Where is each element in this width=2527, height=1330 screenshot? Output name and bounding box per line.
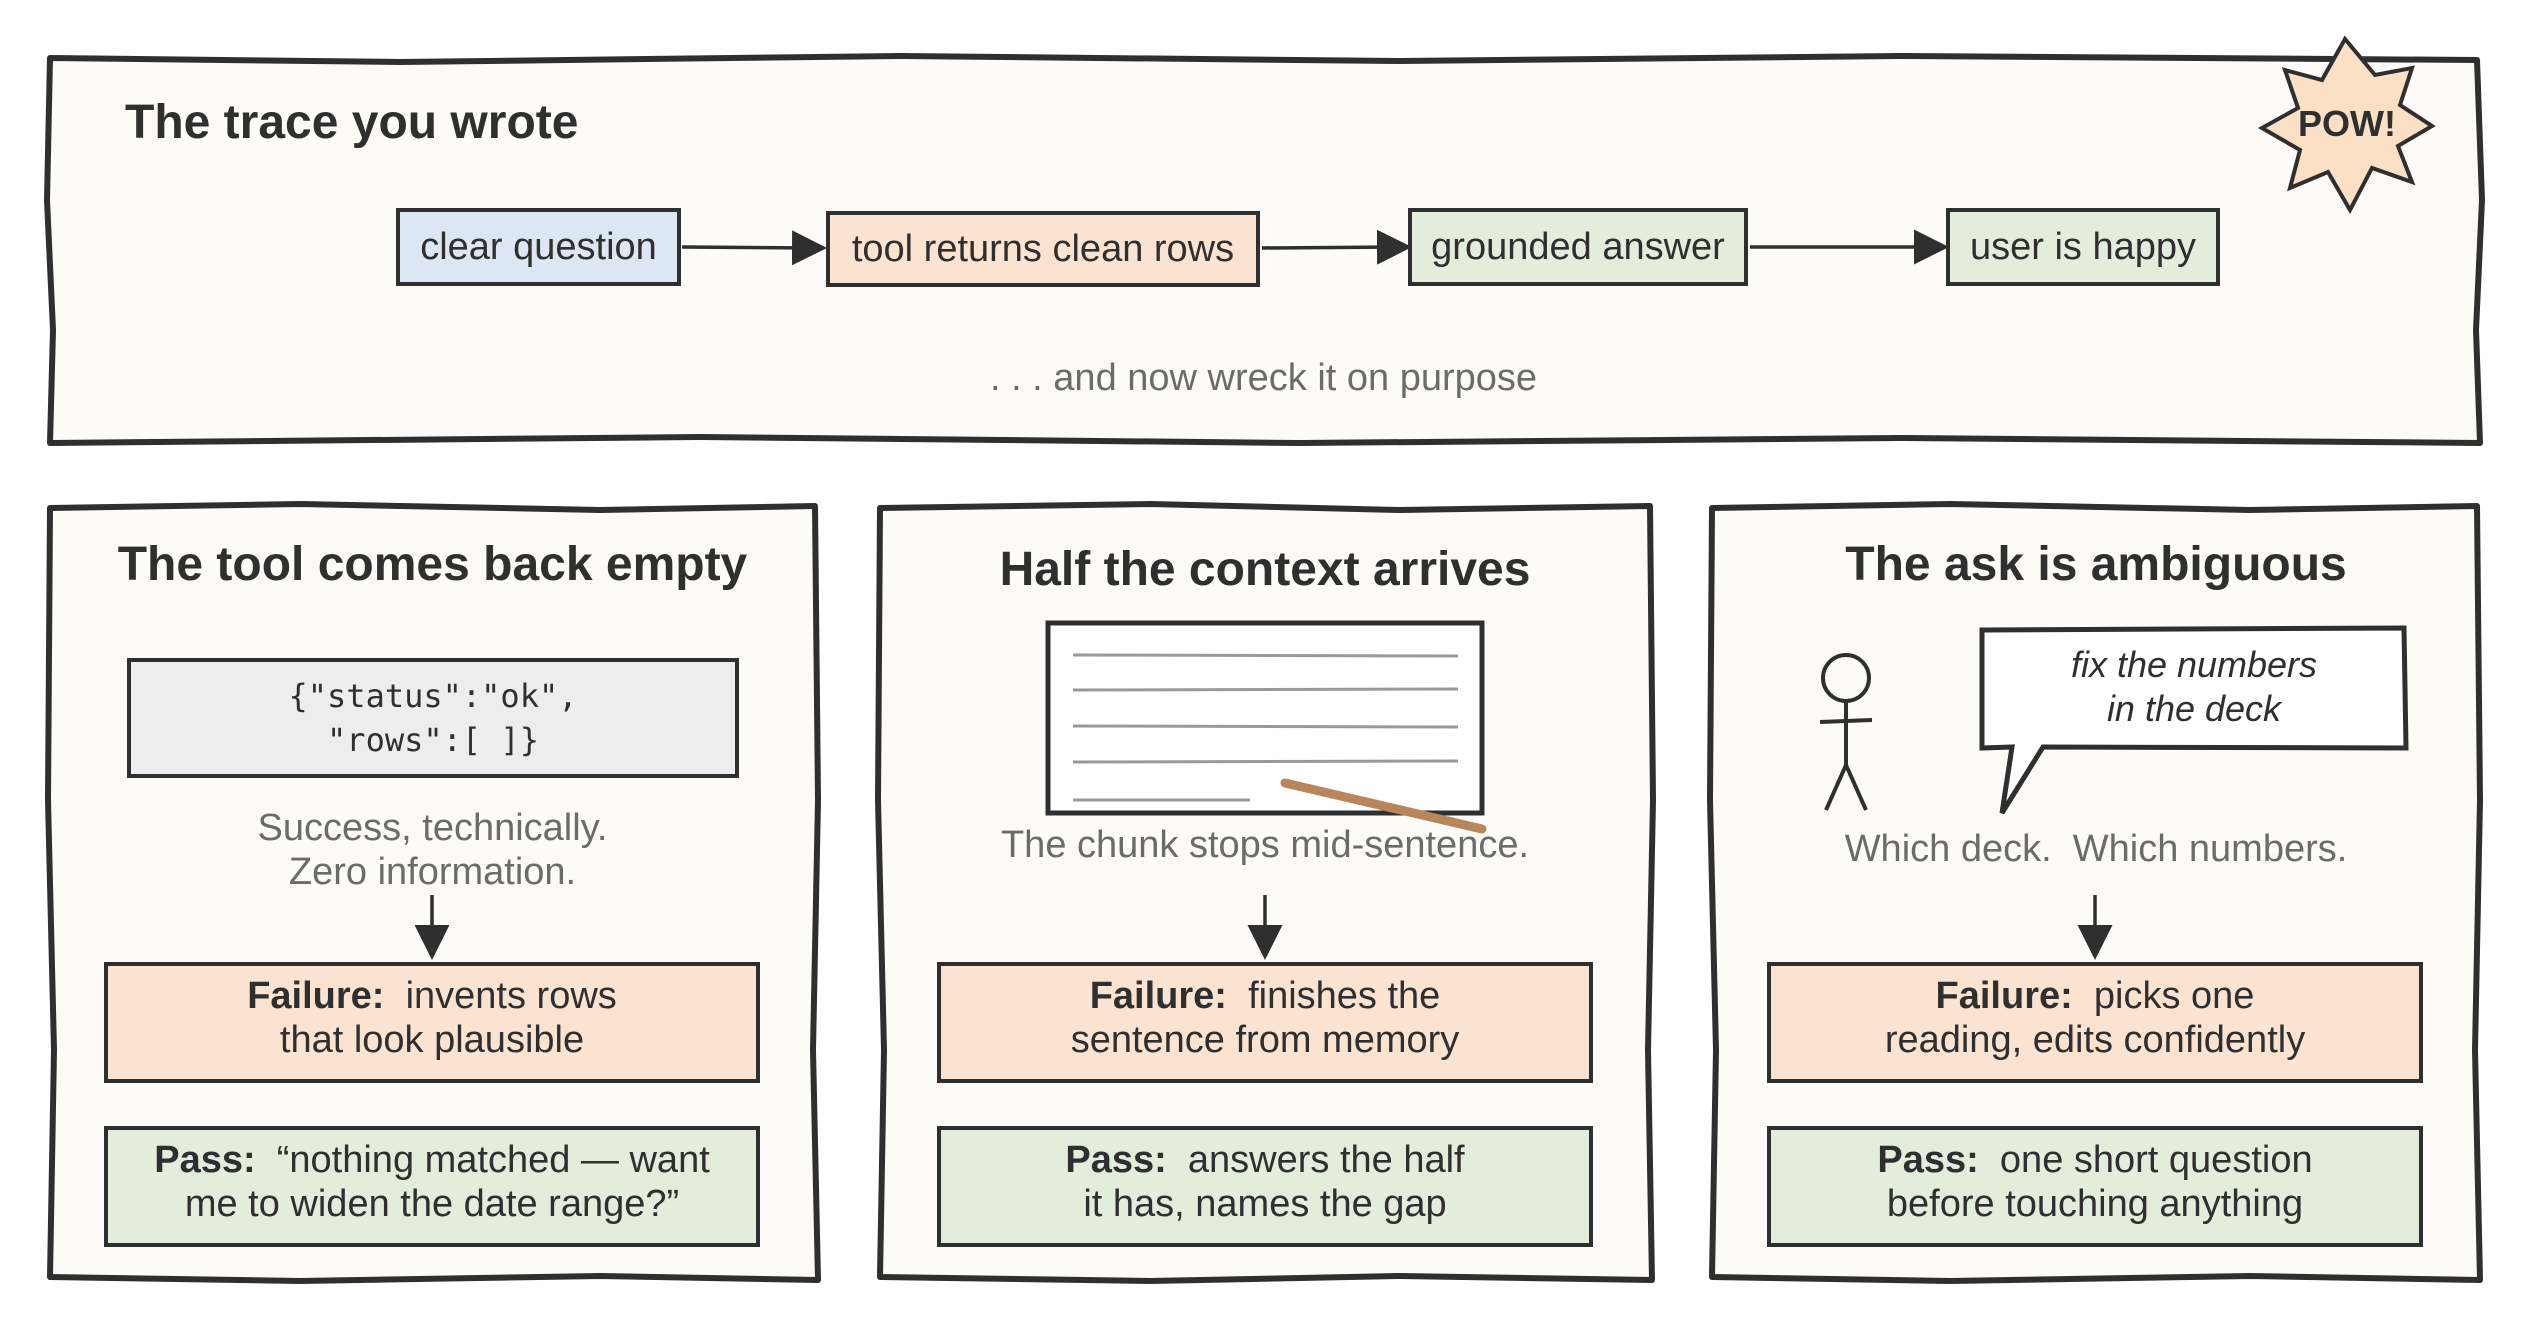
flow-arrow-2	[1261, 229, 1412, 265]
right-pass-box: Pass: one short question before touching…	[1767, 1126, 2423, 1247]
left-failure-box: Failure: invents rows that look plausibl…	[104, 962, 760, 1083]
right-panel-title: The ask is ambiguous	[1845, 538, 2347, 591]
failure-text-line-1: invents rows	[405, 975, 617, 1017]
right-caption: Which deck. Which numbers.	[1844, 828, 2348, 870]
left-panel-title: The tool comes back empty	[117, 538, 748, 591]
left-caption-line-1: Success, technically.	[257, 807, 608, 849]
failure-text-line-1: finishes the	[1248, 975, 1441, 1017]
failure-label: Failure:	[1935, 975, 2073, 1017]
pass-text-line-2: before touching anything	[1886, 1183, 2304, 1225]
flow-node-user-happy: user is happy	[1946, 208, 2220, 286]
pass-text-line-2: it has, names the gap	[1083, 1183, 1447, 1225]
bubble-line-2: in the deck	[2106, 688, 2282, 729]
pow-label: POW!	[2298, 103, 2396, 144]
speech-bubble-text: fix the numbers in the deck	[1982, 643, 2406, 731]
middle-caption: The chunk stops mid-sentence.	[1000, 824, 1530, 866]
left-caption-line-2: Zero information.	[288, 851, 577, 893]
middle-panel-title: Half the context arrives	[999, 543, 1531, 596]
pass-label: Pass:	[1065, 1139, 1167, 1181]
code-line-2: "rows":[ ]}	[327, 721, 539, 759]
flow-node-clear-question: clear question	[396, 208, 681, 286]
left-pass-box: Pass: “nothing matched — want me to wide…	[104, 1126, 760, 1247]
pass-label: Pass:	[154, 1139, 256, 1181]
middle-failure-box: Failure: finishes the sentence from memo…	[937, 962, 1593, 1083]
empty-response-code: {"status":"ok", "rows":[ ]}	[127, 658, 739, 778]
flow-arrow-1	[681, 230, 827, 266]
failure-label: Failure:	[247, 975, 385, 1017]
stick-figure-icon	[1819, 653, 1873, 811]
bubble-line-1: fix the numbers	[2070, 644, 2318, 685]
flow-node-tool-returns: tool returns clean rows	[826, 211, 1260, 287]
failure-text-line-2: reading, edits confidently	[1884, 1019, 2306, 1061]
flow-node-grounded-answer: grounded answer	[1408, 208, 1748, 286]
code-line-1: {"status":"ok",	[288, 677, 578, 715]
failure-text-line-1: picks one	[2093, 975, 2255, 1017]
failure-text-line-2: that look plausible	[279, 1019, 585, 1061]
pow-starburst	[2257, 35, 2436, 215]
left-caption: Success, technically. Zero information.	[50, 806, 815, 894]
pass-text-line-1: answers the half	[1187, 1139, 1465, 1181]
tear-mark	[1280, 778, 1487, 834]
top-title: The trace you wrote	[125, 96, 579, 149]
speech-bubble	[1979, 625, 2409, 815]
pass-text-line-1: “nothing matched — want	[276, 1139, 710, 1181]
failure-label: Failure:	[1089, 975, 1227, 1017]
document-lines	[1072, 653, 1459, 802]
document-chunk	[1045, 620, 1485, 816]
pass-label: Pass:	[1877, 1139, 1979, 1181]
pass-text-line-1: one short question	[1999, 1139, 2313, 1181]
right-failure-box: Failure: picks one reading, edits confid…	[1767, 962, 2423, 1083]
top-subtitle: . . . and now wreck it on purpose	[989, 357, 1538, 399]
failure-text-line-2: sentence from memory	[1070, 1019, 1460, 1061]
middle-pass-box: Pass: answers the half it has, names the…	[937, 1126, 1593, 1247]
pass-text-line-2: me to widen the date range?”	[184, 1183, 680, 1225]
